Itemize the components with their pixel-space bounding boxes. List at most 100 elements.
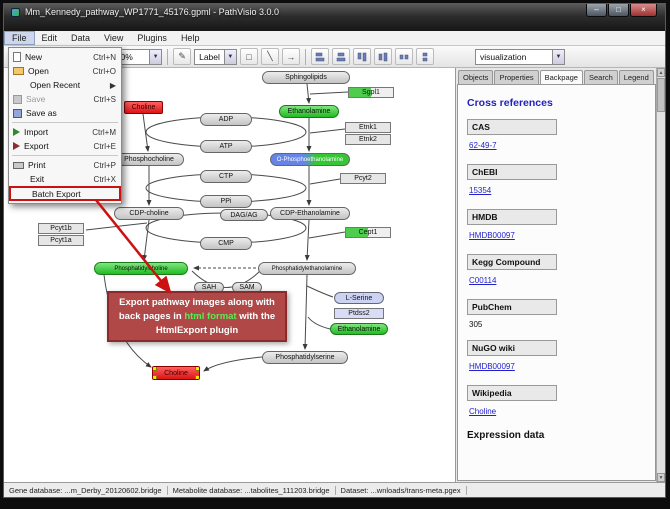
pathway-node-choline-top[interactable]: Choline <box>124 101 163 114</box>
xref-section-header: HMDB <box>467 209 557 225</box>
xref-link[interactable]: Choline <box>469 407 497 416</box>
select-tool-button[interactable]: ✎ <box>173 48 192 65</box>
print-icon <box>13 161 24 169</box>
pathway-node-cept1[interactable]: Cept1 <box>345 227 391 238</box>
pathway-node-phosphatidylserine[interactable]: Phosphatidylserine <box>262 351 348 364</box>
align-left-button[interactable] <box>310 48 329 65</box>
connector-tool-button[interactable]: → <box>281 48 300 65</box>
tab-backpage[interactable]: Backpage <box>539 70 583 84</box>
stack-vertical-button[interactable] <box>415 48 434 65</box>
visualization-combo[interactable]: visualization ▼ <box>475 48 565 65</box>
selection-handle[interactable] <box>153 367 157 371</box>
pathway-node-l-serine[interactable]: L-Serine <box>334 292 384 304</box>
toolbar-separator <box>304 48 306 65</box>
menu-edit[interactable]: Edit <box>41 33 58 43</box>
file-menu-item-save-as[interactable]: Save as <box>9 106 121 120</box>
menu-shortcut: Ctrl+X <box>93 174 116 184</box>
vertical-scrollbar[interactable]: ▲ ▼ <box>656 68 665 482</box>
align-middle-button[interactable] <box>373 48 392 65</box>
pathway-node-ctp[interactable]: CTP <box>200 170 252 183</box>
xref-link[interactable]: 15354 <box>469 186 492 195</box>
app-icon <box>11 8 20 17</box>
pathway-node-phosphatidylcholine[interactable]: Phosphatidylcholine <box>94 262 188 275</box>
pathway-node-phosphocholine[interactable]: Phosphocholine <box>114 153 184 166</box>
scrollbar-track[interactable] <box>657 113 665 473</box>
tab-legend[interactable]: Legend <box>618 70 654 84</box>
menu-file[interactable]: File <box>4 31 35 45</box>
selection-handle[interactable] <box>195 375 199 379</box>
pathway-node-ethanolamine-top[interactable]: Ethanolamine <box>279 105 339 118</box>
selection-handle[interactable] <box>195 367 199 371</box>
pathway-node-cdp-ethanolamine[interactable]: CDP-Ethanolamine <box>270 207 350 220</box>
pathway-node-pcyt1b[interactable]: Pcyt1b <box>38 223 84 234</box>
scrollbar-thumb[interactable] <box>657 78 665 112</box>
scroll-up-icon[interactable]: ▲ <box>657 68 665 77</box>
file-menu-item-batch-export[interactable]: Batch Export <box>9 186 121 201</box>
pathway-node-atp[interactable]: ATP <box>200 140 252 153</box>
label-tool-combo[interactable]: Label ▼ <box>194 48 237 65</box>
chevron-down-icon[interactable]: ▼ <box>149 49 162 64</box>
menu-separator <box>12 155 118 156</box>
pathway-node-adp[interactable]: ADP <box>200 113 252 126</box>
pathway-node-cdp-choline[interactable]: CDP-choline <box>114 207 184 220</box>
pathway-node-pcyt1a[interactable]: Pcyt1a <box>38 235 84 246</box>
menu-item-label: Open Recent <box>30 80 81 90</box>
pathway-node-o-phosphoethanolamine[interactable]: O-Phosphoethanolamine <box>270 153 350 166</box>
chevron-down-icon[interactable]: ▼ <box>552 49 564 64</box>
menu-view[interactable]: View <box>104 33 124 43</box>
maximize-button[interactable]: □ <box>608 4 629 17</box>
pathway-node-phosphatidylethanolamine[interactable]: Phosphatidylethanolamine <box>258 262 356 275</box>
align-center-button[interactable] <box>331 48 350 65</box>
menu-item-label: Save <box>26 94 46 104</box>
xref-link[interactable]: C00114 <box>469 276 497 285</box>
xref-link[interactable]: 62-49-7 <box>469 141 497 150</box>
tab-properties[interactable]: Properties <box>494 70 539 84</box>
menu-shortcut: Ctrl+O <box>92 66 116 76</box>
stack-horizontal-button[interactable] <box>394 48 413 65</box>
pathway-node-ptdss2[interactable]: Ptdss2 <box>334 308 384 319</box>
selection-handle[interactable] <box>153 375 157 379</box>
menu-data[interactable]: Data <box>71 33 91 43</box>
close-button[interactable]: × <box>630 4 657 17</box>
title-bar[interactable]: Mm_Kennedy_pathway_WP1771_45176.gpml - P… <box>4 4 665 31</box>
pathway-node-sphingolipids[interactable]: Sphingolipids <box>262 71 350 84</box>
pathway-node-choline-bottom[interactable]: Choline <box>152 366 200 380</box>
shape-tool-button[interactable]: □ <box>239 48 258 65</box>
minimize-button[interactable]: – <box>586 4 607 17</box>
xref-link[interactable]: HMDB00097 <box>469 362 515 371</box>
chevron-down-icon[interactable]: ▼ <box>223 49 236 64</box>
tab-objects[interactable]: Objects <box>458 70 494 84</box>
pathway-node-sgpl1[interactable]: Sgpl1 <box>348 87 394 98</box>
pathway-node-dag[interactable]: DAG/AG <box>220 209 268 221</box>
line-tool-button[interactable]: ╲ <box>260 48 279 65</box>
pathway-node-ethanolamine-mid[interactable]: Ethanolamine <box>330 323 388 335</box>
pathway-node-ppi[interactable]: PPi <box>200 195 252 208</box>
pathway-node-cmp[interactable]: CMP <box>200 237 252 250</box>
menu-shortcut: Ctrl+P <box>93 160 116 170</box>
pathway-node-etnk1[interactable]: Etnk1 <box>345 122 391 133</box>
align-top-button[interactable] <box>352 48 371 65</box>
menu-help[interactable]: Help <box>180 33 200 43</box>
tab-search[interactable]: Search <box>583 70 618 84</box>
align-top-icon <box>357 52 367 61</box>
pathway-node-etnk2[interactable]: Etnk2 <box>345 134 391 145</box>
pathway-node-pcyt2[interactable]: Pcyt2 <box>340 173 386 184</box>
xref-link[interactable]: HMDB00097 <box>469 231 515 240</box>
file-menu-item-open-recent[interactable]: Open Recent▶ <box>9 78 121 92</box>
menu-plugins[interactable]: Plugins <box>137 33 167 43</box>
menu-item-label: Import <box>24 127 49 137</box>
scroll-down-icon[interactable]: ▼ <box>657 473 665 482</box>
